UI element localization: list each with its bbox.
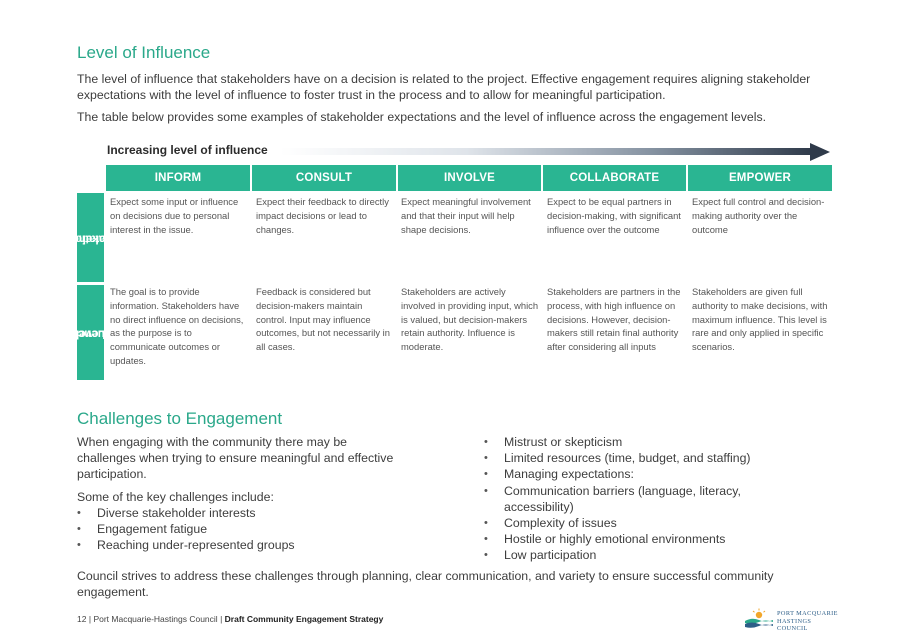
expectation-cell-empower: Expect full control and decision-making …: [692, 196, 825, 235]
closing-paragraph: Council strives to address these challen…: [77, 569, 774, 599]
column-header-inform: INFORM: [106, 165, 250, 191]
list-item: Diverse stakeholder interests: [77, 505, 407, 521]
column-header-collaborate: COLLABORATE: [543, 165, 686, 191]
influence-cell-inform: The goal is to provide information. Stak…: [110, 286, 244, 366]
list-item: Reaching under-represented groups: [77, 537, 407, 553]
influence-cell-collaborate: Stakeholders are partners in the process…: [547, 286, 681, 353]
expectation-cell-collaborate: Expect to be equal partners in decision-…: [547, 196, 681, 235]
logo-text-line2: HASTINGS COUNCIL: [777, 618, 812, 632]
influence-arrow-bar: [280, 148, 812, 155]
expectation-cell-inform: Expect some input or influence on decisi…: [110, 196, 239, 235]
intro-paragraph: The level of influence that stakeholders…: [77, 72, 811, 102]
arrow-label: Increasing level of influence: [107, 143, 268, 157]
expectation-cell-consult: Expect their feedback to directly impact…: [256, 196, 389, 235]
council-logo-icon: [745, 608, 773, 628]
section-title-challenges: Challenges to Engagement: [77, 409, 283, 428]
footer: 12 | Port Macquarie-Hastings Council | D…: [77, 614, 383, 624]
footer-org: Port Macquarie-Hastings Council: [93, 614, 218, 624]
expectation-cell-involve: Expect meaningful involvement and that t…: [401, 196, 531, 235]
logo-text-line1: PORT MACQUARIE: [777, 610, 838, 617]
influence-cell-involve: Stakeholders are actively involved in pr…: [401, 286, 539, 353]
list-item: Managing expectations:: [484, 466, 814, 482]
influence-cell-consult: Feedback is considered but decision-make…: [256, 286, 390, 353]
list-item: Mistrust or skepticism: [484, 434, 814, 450]
column-header-empower: EMPOWER: [688, 165, 832, 191]
council-logo: PORT MACQUARIE HASTINGS COUNCIL: [744, 607, 840, 632]
influence-cell-empower: Stakeholders are given full authority to…: [692, 286, 828, 353]
left-challenges-list: Diverse stakeholder interests Engagement…: [77, 505, 407, 554]
list-item: Limited resources (time, budget, and sta…: [484, 450, 814, 466]
right-challenges-list: Mistrust or skepticism Limited resources…: [484, 434, 814, 564]
list-item: Hostile or highly emotional environments: [484, 531, 814, 547]
challenges-intro: When engaging with the community there m…: [77, 435, 394, 481]
footer-separator: |: [88, 614, 92, 624]
page-number: 12: [77, 614, 87, 624]
footer-doc-title: Draft Community Engagement Strategy: [224, 614, 384, 624]
column-header-involve: INVOLVE: [398, 165, 541, 191]
column-header-consult: CONSULT: [252, 165, 396, 191]
list-item: Low participation: [484, 547, 814, 563]
challenges-list-intro: Some of the key challenges include:: [77, 490, 274, 504]
section-title-level-of-influence: Level of Influence: [77, 43, 211, 62]
arrow-right-icon: [810, 143, 830, 161]
list-item: Communication barriers (language, litera…: [484, 483, 814, 515]
footer-separator: |: [220, 614, 223, 624]
list-item: Engagement fatigue: [77, 521, 407, 537]
table-intro-paragraph: The table below provides some examples o…: [77, 110, 767, 124]
list-item: Complexity of issues: [484, 515, 814, 531]
